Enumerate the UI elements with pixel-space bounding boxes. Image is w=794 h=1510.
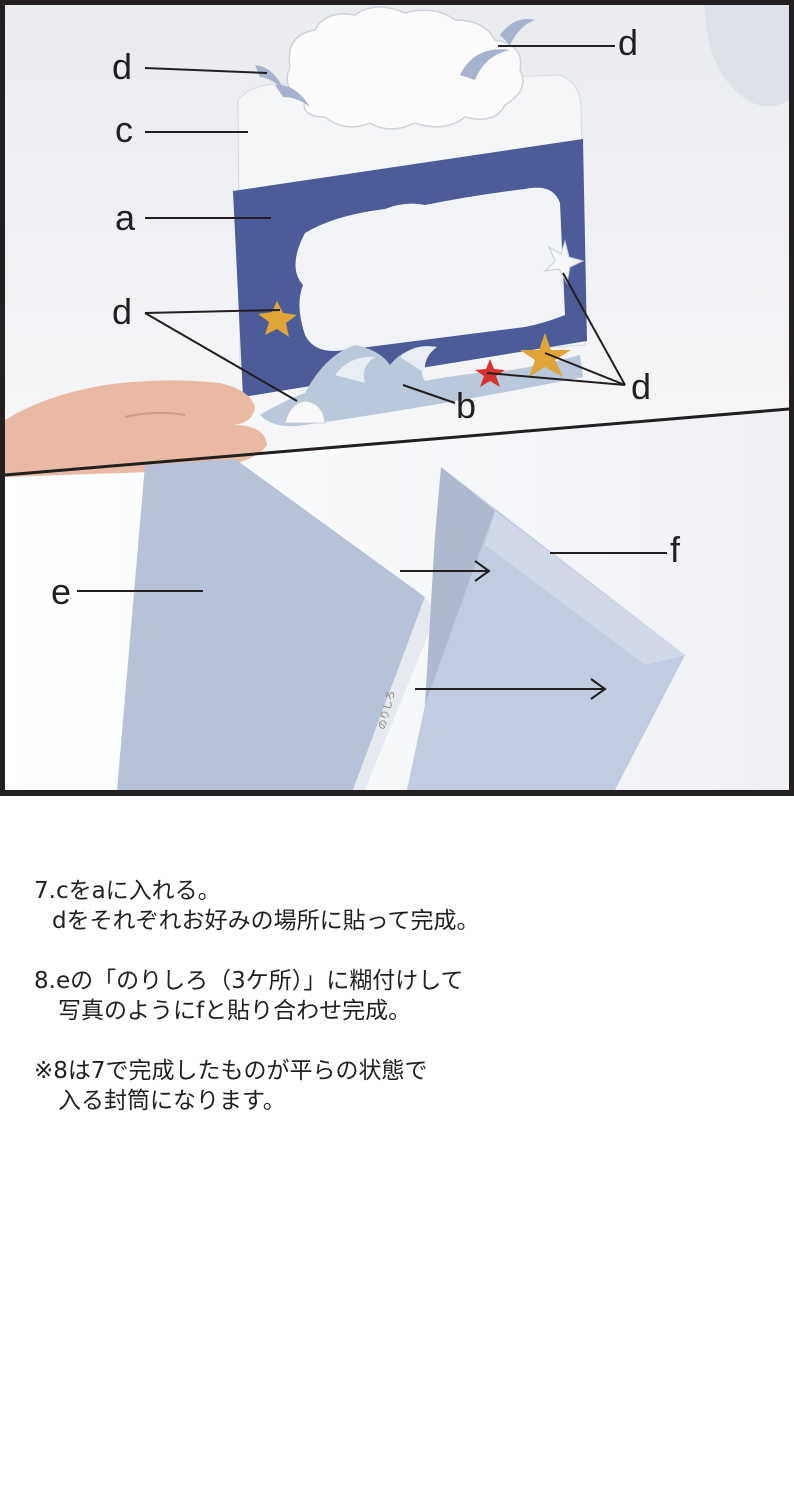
wave-crest-2 xyxy=(400,346,437,373)
envelope-f-fold xyxy=(485,511,685,665)
envelope-e-edge xyxy=(353,597,437,790)
bird-right-2 xyxy=(500,19,535,45)
photo-illustration xyxy=(5,5,789,790)
callout-d-left: d xyxy=(112,291,133,332)
step-8-line-1: 8.eの「のりしろ（3ケ所）」に糊付けして xyxy=(34,968,464,994)
callout-d-top-right: d xyxy=(618,22,639,63)
callout-c: c xyxy=(115,109,133,150)
cloud-card xyxy=(286,6,524,130)
envelope-e xyxy=(117,459,425,790)
leader-d-left-1 xyxy=(144,309,281,314)
note: ※8は7で完成したものが平らの状態で 入る封筒になります。 xyxy=(34,1056,754,1116)
instruction-photo-frame: d d c a d b d e f のりしろ xyxy=(0,0,794,796)
starfish-orange-left xyxy=(258,301,297,337)
step-8-line-2: 写真のようにfと貼り合わせ完成。 xyxy=(58,998,412,1024)
leader-d-right-1 xyxy=(544,352,626,386)
arrow-top-head xyxy=(474,560,491,582)
step-7-line-1: 7.cをaに入れる。 xyxy=(34,878,221,904)
step-8: 8.eの「のりしろ（3ケ所）」に糊付けして 写真のようにfと貼り合わせ完成。 xyxy=(34,966,754,1026)
step-7-line-2: dをそれぞれお好みの場所に貼って完成。 xyxy=(52,908,480,934)
bird-left-2 xyxy=(275,84,310,107)
note-line-1: ※8は7で完成したものが平らの状態で xyxy=(34,1058,428,1084)
sleeve xyxy=(705,5,789,107)
leader-d-right-2 xyxy=(486,372,626,386)
frame-window xyxy=(295,187,565,351)
leader-d-left-2 xyxy=(144,312,298,402)
hand-crease xyxy=(124,411,186,418)
photo-divider xyxy=(5,407,789,477)
bird-right xyxy=(460,49,510,80)
starfish-white xyxy=(543,239,585,285)
wave-strip-b xyxy=(260,345,583,427)
shell xyxy=(284,400,326,424)
arrow-bottom-head xyxy=(590,678,607,700)
leader-b xyxy=(402,384,456,404)
note-line-2: 入る封筒になります。 xyxy=(58,1088,286,1114)
callout-f: f xyxy=(670,529,681,570)
instructions: 7.cをaに入れる。 dをそれぞれお好みの場所に貼って完成。 8.eの「のりしろ… xyxy=(34,876,754,1146)
callout-d-top-left: d xyxy=(112,46,133,87)
instruction-photo: d d c a d b d e f のりしろ xyxy=(5,5,789,790)
callout-d-right: d xyxy=(631,366,652,407)
step-7: 7.cをaに入れる。 dをそれぞれお好みの場所に貼って完成。 xyxy=(34,876,754,936)
callout-a: a xyxy=(115,197,136,238)
leader-d-top-left xyxy=(144,67,268,74)
hand xyxy=(5,380,267,477)
envelope-f-flap xyxy=(425,467,495,705)
callout-e: e xyxy=(51,571,72,612)
wave-crest-1 xyxy=(335,356,375,383)
starfish-orange-right xyxy=(520,333,571,377)
leader-d-right-3 xyxy=(562,272,626,386)
callout-b: b xyxy=(456,385,477,426)
